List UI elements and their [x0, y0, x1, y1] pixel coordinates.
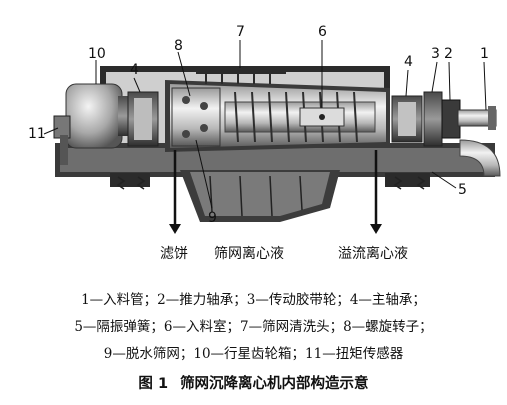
thrust-bearing [441, 99, 461, 139]
output-overflow-liquid-label: 溢流离心液 [338, 245, 408, 262]
screw-rotor [171, 87, 221, 147]
label-9: 9 [208, 210, 217, 226]
output-screen-liquid-label: 筛网离心液 [214, 245, 284, 262]
label-4-right: 4 [404, 54, 413, 70]
leader-lines [43, 40, 487, 209]
main-bearing-left [127, 91, 159, 147]
label-1: 1 [480, 46, 489, 62]
main-bearing-right [391, 95, 423, 143]
output-arrows [169, 150, 382, 234]
label-11: 11 [28, 126, 46, 142]
legend-line-2: 5—隔振弹簧；6—入料室；7—筛网清洗头；8—螺旋转子； [74, 319, 433, 335]
figure-title: 筛网沉降离心机内部构造示意 [180, 376, 369, 392]
legend-line-3: 9—脱水筛网；10—行星齿轮箱；11—扭矩传感器 [103, 346, 404, 362]
belt-pulley [423, 91, 443, 147]
feed-pipe [457, 106, 501, 177]
rotating-bowl [165, 80, 390, 152]
label-4-left: 4 [130, 62, 139, 78]
legend-line-1: 1—入料管；2—推力轴承；3—传动胶带轮；4—主轴承； [81, 292, 426, 308]
output-cake-label: 滤饼 [160, 246, 188, 262]
collection-hopper [180, 170, 340, 222]
label-5: 5 [458, 182, 467, 198]
isolation-springs [116, 176, 426, 190]
screen-wash-head [196, 68, 286, 84]
label-3: 3 [431, 46, 440, 62]
label-10: 10 [88, 46, 106, 62]
label-6: 6 [318, 24, 327, 40]
label-8: 8 [174, 38, 183, 54]
feed-chamber [299, 107, 345, 127]
centrifuge-diagram: 1 2 3 4 4 5 6 7 8 9 10 11 滤饼 筛网离心液 溢流离心液 [28, 24, 501, 262]
label-7: 7 [236, 24, 245, 40]
figure-number: 图 1 [138, 376, 169, 392]
figure-caption: 图 1 筛网沉降离心机内部构造示意 [0, 372, 507, 393]
label-2: 2 [444, 46, 453, 62]
planetary-gearbox [65, 83, 132, 149]
torque-sensor [53, 115, 71, 165]
